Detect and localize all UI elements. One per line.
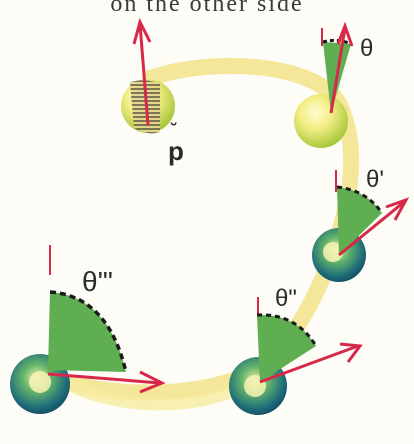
ball-5-highlight xyxy=(29,371,51,393)
top-position-2: θ xyxy=(294,26,373,148)
p-vector-accent: ˘ xyxy=(170,120,177,140)
p-vector-label: p xyxy=(168,136,184,166)
top-text-fragment: on the other side xyxy=(0,0,414,18)
theta-label-3: θ" xyxy=(275,285,297,312)
theta-label-2: θ' xyxy=(366,166,384,193)
theta-label-4: θ'" xyxy=(82,266,113,297)
angle-sector-5 xyxy=(48,292,126,372)
top-position-3: θ' xyxy=(312,166,406,282)
top-position-4: θ" xyxy=(229,285,360,415)
top-position-1: p ˘ xyxy=(121,22,184,166)
theta-label-1: θ xyxy=(360,35,373,62)
ball-2 xyxy=(294,94,348,148)
